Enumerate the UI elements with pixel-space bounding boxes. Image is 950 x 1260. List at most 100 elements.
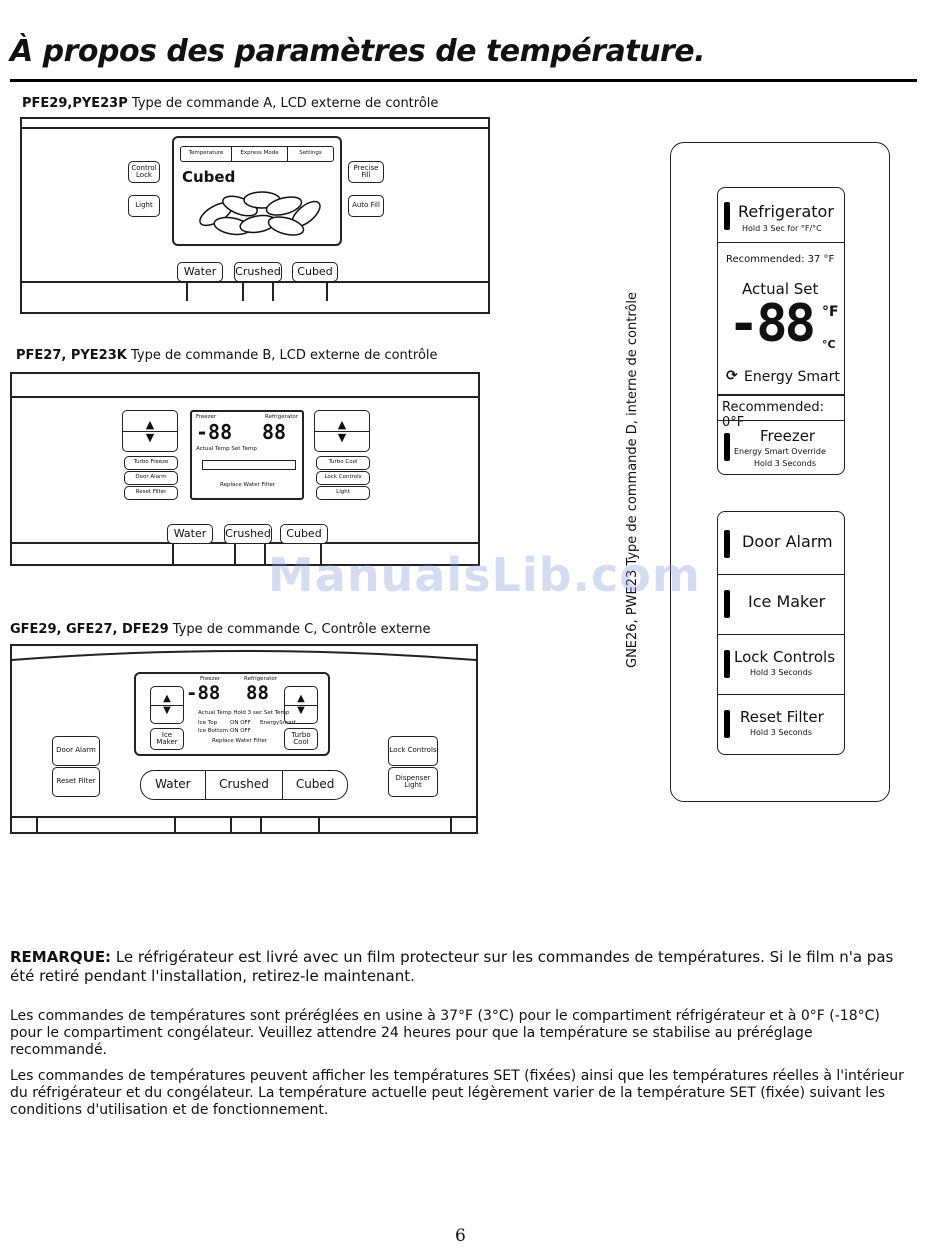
filter-status-bar — [202, 460, 296, 470]
replace-filter-label: Replace Water Filter — [212, 738, 268, 744]
note-label: REMARQUE: — [10, 948, 112, 966]
refrigerator-label: Refrigerator — [738, 202, 834, 221]
panel-a-divider-1 — [186, 283, 188, 301]
panel-a-top-line — [22, 127, 488, 129]
refrigerator-button[interactable]: Refrigerator Hold 3 Sec for °F/°C — [718, 188, 844, 243]
reset-filter-indicator — [724, 710, 730, 738]
freezer-digits: -88 — [186, 682, 221, 704]
lcd-display-b: Freezer Refrigerator -88 88 Actual Temp … — [190, 410, 304, 500]
ice-bottom-on-off: ON OFF — [230, 728, 251, 734]
caption-c-desc: Type de commande C, Contrôle externe — [172, 622, 431, 637]
control-lock-button[interactable]: Control Lock — [128, 161, 160, 183]
feature-buttons-d: Door Alarm Ice Maker Lock Controls Hold … — [717, 511, 845, 755]
freezer-label: Freezer — [196, 414, 217, 420]
panel-c-divider-3 — [230, 818, 232, 834]
crushed-button[interactable]: Crushed — [234, 262, 282, 282]
up-arrow-icon[interactable]: ▲ — [163, 693, 171, 704]
ice-maker-indicator — [724, 590, 730, 618]
fridge-temp-stepper[interactable]: ▲ ▼ — [314, 410, 370, 452]
caption-d-vertical: GNE26, PWE23 Type de commande D, interne… — [625, 292, 640, 668]
page-number: 6 — [455, 1226, 466, 1246]
freezer-label: Freezer — [760, 427, 816, 445]
lcd-display-c: ▲ ▼ ▲ ▼ Freezer Refrigerator -88 88 Actu… — [134, 672, 330, 756]
fridge-digits: 88 — [262, 420, 287, 444]
panel-a-divider-4 — [326, 283, 328, 301]
up-arrow-icon[interactable]: ▲ — [297, 693, 305, 704]
fridge-temp-stepper[interactable]: ▲ ▼ — [284, 686, 318, 724]
reset-filter-button[interactable]: Reset Filter Hold 3 Seconds — [718, 694, 844, 754]
reset-filter-label: Reset Filter — [740, 708, 824, 726]
replace-filter-label: Replace Water Filter — [220, 482, 276, 488]
reset-filter-button[interactable]: Reset Filter — [52, 767, 100, 797]
door-alarm-button[interactable]: Door Alarm — [718, 512, 844, 575]
panel-c-divider-4 — [260, 818, 262, 834]
energy-smart-icon: ⟳ — [726, 368, 738, 384]
down-arrow-icon[interactable]: ▼ — [285, 704, 317, 717]
lock-controls-indicator — [724, 650, 730, 678]
ice-top-on-off: ON OFF — [230, 720, 251, 726]
lock-controls-button[interactable]: Lock Controls Hold 3 Seconds — [718, 634, 844, 695]
note-text: Le réfrigérateur est livré avec un film … — [10, 948, 894, 985]
lock-controls-button[interactable]: Lock Controls — [316, 471, 370, 485]
down-arrow-icon[interactable]: ▼ — [123, 430, 177, 444]
refrigerator-label: Refrigerator — [265, 414, 298, 420]
auto-fill-button[interactable]: Auto Fill — [348, 195, 384, 217]
panel-a-divider-3 — [272, 283, 274, 301]
actual-set-label: Actual Set — [742, 280, 819, 298]
door-alarm-button[interactable]: Door Alarm — [124, 471, 178, 485]
paragraph-1: Les commandes de températures sont préré… — [10, 1008, 880, 1058]
door-alarm-button[interactable]: Door Alarm — [52, 736, 100, 766]
up-arrow-icon[interactable]: ▲ — [145, 417, 155, 431]
caption-a-models: PFE29,PYE23P — [22, 96, 128, 111]
turbo-cool-button[interactable]: Turbo Cool — [316, 456, 370, 470]
turbo-freeze-button[interactable]: Turbo Freeze — [124, 456, 178, 470]
down-arrow-icon[interactable]: ▼ — [315, 430, 369, 444]
panel-a-base-line — [22, 281, 488, 283]
tab-settings[interactable]: Settings — [299, 150, 322, 156]
water-button[interactable]: Water — [141, 771, 206, 799]
down-arrow-icon[interactable]: ▼ — [151, 704, 183, 717]
control-panel-c: ▲ ▼ ▲ ▼ Freezer Refrigerator -88 88 Actu… — [10, 644, 478, 834]
unit-c: °C — [822, 338, 836, 351]
crushed-button[interactable]: Crushed — [224, 524, 272, 544]
reset-filter-button[interactable]: Reset Filter — [124, 486, 178, 500]
energy-smart-label: EnergySmart — [260, 720, 296, 726]
panel-a-divider-2 — [242, 283, 244, 301]
water-button[interactable]: Water — [177, 262, 223, 282]
lock-controls-button[interactable]: Lock Controls — [388, 736, 438, 766]
freezer-temp-stepper[interactable]: ▲ ▼ — [150, 686, 184, 724]
ice-maker-button[interactable]: Ice Maker — [718, 574, 844, 635]
temperature-display-d: Refrigerator Hold 3 Sec for °F/°C Recomm… — [717, 187, 845, 475]
caption-b-desc: Type de commande B, LCD externe de contr… — [130, 348, 438, 363]
dispenser-mode-selector: Water Crushed Cubed — [140, 770, 348, 800]
cubed-button[interactable]: Cubed — [280, 524, 328, 544]
caption-c-models: GFE29, GFE27, DFE29 — [10, 622, 169, 637]
light-button[interactable]: Light — [128, 195, 160, 217]
actual-set-label: Actual Temp Set Temp — [196, 446, 257, 452]
tab-express-mode[interactable]: Express Mode — [232, 147, 288, 161]
precise-fill-button[interactable]: Precise Fill — [348, 161, 384, 183]
unit-f: °F — [822, 304, 839, 320]
ice-cubes-icon — [199, 191, 321, 236]
dispenser-light-button[interactable]: Dispenser Light — [388, 767, 438, 797]
light-button[interactable]: Light — [316, 486, 370, 500]
water-button[interactable]: Water — [167, 524, 213, 544]
tab-temperature[interactable]: Temperature — [181, 147, 232, 161]
turbo-cool-button[interactable]: Turbo Cool — [284, 728, 318, 750]
cubed-button[interactable]: Cubed — [295, 777, 335, 791]
note-paragraph: REMARQUE: Le réfrigérateur est livré ave… — [10, 948, 910, 986]
up-arrow-icon[interactable]: ▲ — [337, 417, 347, 431]
caption-a-desc: Type de commande A, LCD externe de contr… — [131, 96, 439, 111]
caption-a: PFE29,PYE23P Type de commande A, LCD ext… — [22, 96, 438, 111]
cubed-button[interactable]: Cubed — [292, 262, 338, 282]
freezer-hold-label: Hold 3 Seconds — [754, 459, 816, 468]
panel-b-divider-3 — [264, 544, 266, 564]
ice-maker-button[interactable]: Ice Maker — [150, 728, 184, 750]
caption-b: PFE27, PYE23K Type de commande B, LCD ex… — [16, 348, 438, 363]
control-panel-d: Refrigerator Hold 3 Sec for °F/°C Recomm… — [670, 142, 890, 802]
reset-hold-label: Hold 3 Seconds — [750, 728, 812, 737]
crushed-button[interactable]: Crushed — [206, 771, 284, 799]
freezer-button[interactable]: Freezer Energy Smart Override Hold 3 Sec… — [718, 420, 844, 477]
panel-c-divider-1 — [36, 818, 38, 834]
freezer-temp-stepper[interactable]: ▲ ▼ — [122, 410, 178, 452]
